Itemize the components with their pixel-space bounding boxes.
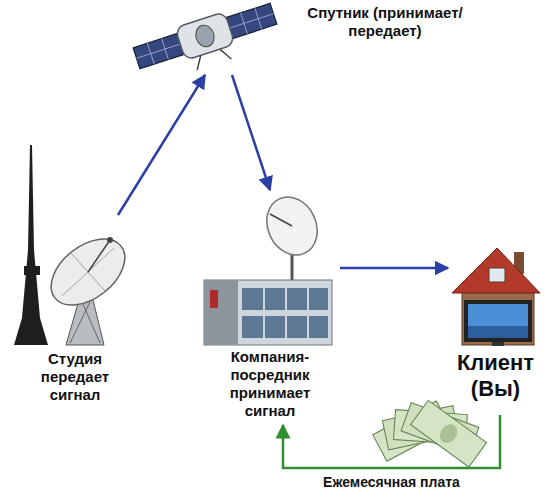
dish-lattice [70,302,90,343]
edge-label: Ежемесячная плата [320,474,463,491]
window-frame [263,288,265,338]
antenna [193,55,205,70]
dish-bowl [258,189,327,264]
antenna [220,47,232,62]
dish-base [66,300,104,345]
dish-lattice [82,302,100,343]
bill-paper [411,400,487,467]
illustrated-node: Спутник (принимает/передает) [140,0,500,75]
illustrated-node: Клиент (Вы) [448,240,543,415]
signal-arrow [118,75,205,215]
tv-screen [468,304,528,338]
dish-bowl [39,226,137,319]
tv-tower [14,145,48,345]
building-wing [204,280,238,345]
node-label-group: Спутник (принимает/передает) [290,4,480,40]
studio-dish [39,226,137,345]
building-body [204,280,332,345]
window-frame [285,288,287,338]
solar-panel [133,34,184,69]
dish-feed [270,214,292,226]
company-building [204,189,332,345]
satellite-lens [193,23,217,49]
house-roof [452,248,540,293]
node-label-group: Компания-посредник принимает сигнал [215,348,325,420]
node-label-group: Студия передает сигнал [27,350,123,404]
node-label: Компания-посредник принимает сигнал [215,348,325,420]
panel-grid [230,14,274,28]
tv-stand [492,342,504,346]
node-label-group: Клиент (Вы) [450,350,541,403]
tv-frame [464,300,532,342]
illustrated-node: Студия передает сигнал [10,215,140,408]
house-wall [462,290,534,345]
signal-arrow [232,75,270,190]
door-sign [210,290,218,308]
node-label: Студия передает сигнал [27,350,123,404]
tower-pod [24,266,40,275]
panel-grid [137,44,181,58]
tower-shaft [14,145,48,345]
gable-window [489,268,505,282]
satellite-picture [131,0,282,87]
solar-panel [226,3,277,38]
money-bills [373,400,487,467]
node-label: Спутник (принимает/передает) [290,4,480,40]
dish-feed-head [107,237,113,243]
bill [411,400,487,467]
satellite-body [175,12,235,60]
bill-portrait [436,421,461,447]
illustrated-node: Компания-посредник принимает сигнал [200,190,340,425]
tv-screen-band [468,326,528,338]
client-house [452,248,540,346]
node-label: Клиент (Вы) [450,350,541,403]
dish-feed [88,240,110,272]
signal-arrow [340,267,448,270]
window-frame [307,288,309,338]
